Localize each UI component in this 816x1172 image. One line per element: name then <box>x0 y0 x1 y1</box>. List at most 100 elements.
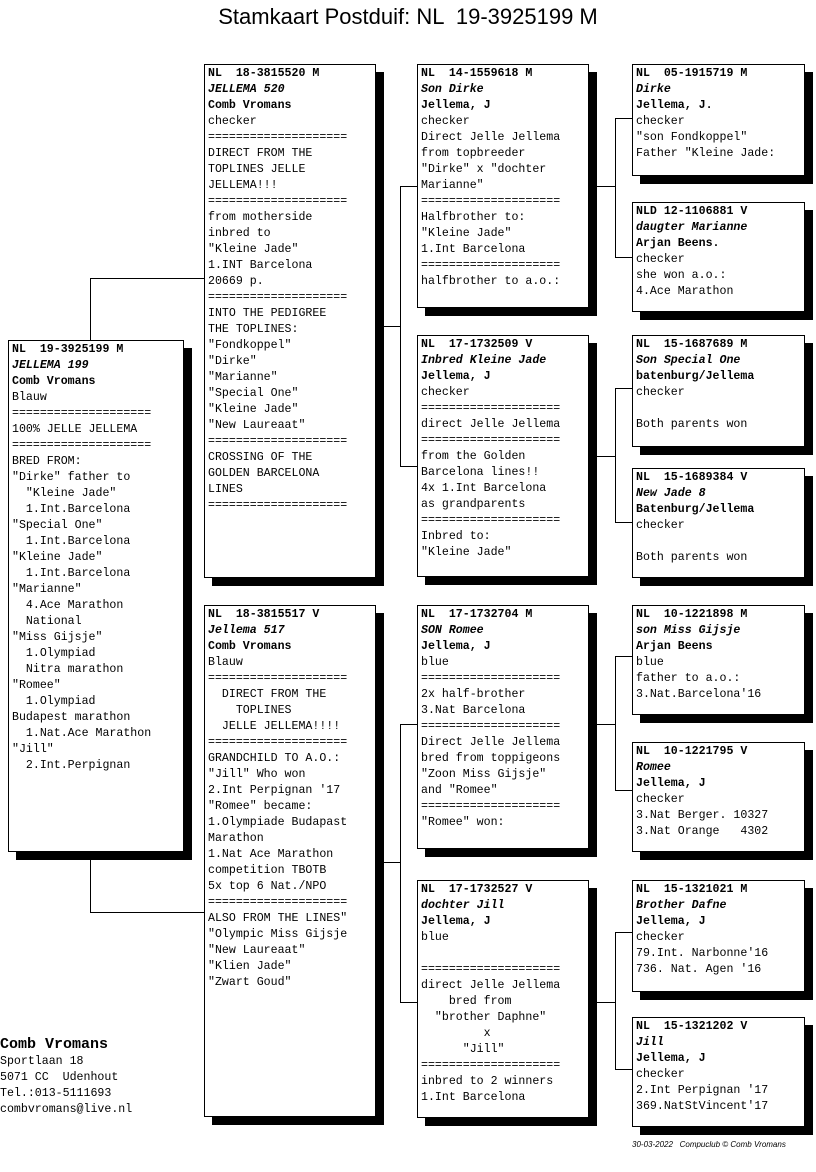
card-text-line: 79.Int. Narbonne'16 <box>636 947 769 960</box>
connector-line <box>615 388 632 389</box>
card-text-line: blue <box>636 656 664 669</box>
connector-line <box>597 456 616 457</box>
card-text-line: INTO THE PEDIGREE <box>208 307 327 320</box>
card-text-line: GRANDCHILD TO A.O.: <box>208 752 341 765</box>
connector-line <box>615 118 632 119</box>
card-text-line: checker <box>636 931 685 944</box>
connector-line <box>90 852 91 912</box>
connector-line <box>400 1002 417 1003</box>
connector-line <box>615 932 616 1070</box>
card-text-line: TOPLINES <box>208 704 292 717</box>
card-text-line: "Kleine Jade" <box>421 227 512 240</box>
card-text-line: 3.Nat Orange 4302 <box>636 825 769 838</box>
card-text-line: ==================== <box>421 514 561 527</box>
card-text-line: 4x 1.Int Barcelona <box>421 482 547 495</box>
card-text-line: ==================== <box>208 896 348 909</box>
card-text-line: 2.Int.Perpignan <box>12 759 131 772</box>
card-text-line: blue <box>421 656 449 669</box>
card-text-line: "New Laureaat" <box>208 419 306 432</box>
card-text-line: CROSSING OF THE <box>208 451 313 464</box>
card-text-line: as grandparents <box>421 498 526 511</box>
ring-number: NL 17-1732527 V <box>421 883 533 896</box>
owner-phone: Tel.:013-5111693 <box>0 1087 112 1100</box>
ring-number: NL 18-3815520 M <box>208 67 320 80</box>
breeder-name: Jellema, J <box>421 370 491 383</box>
card-text-line: "brother Daphne" <box>421 1011 547 1024</box>
card-text-line: "Jill" Who won <box>208 768 306 781</box>
card-text-line: TOPLINES JELLE <box>208 163 306 176</box>
pigeon-name: Romee <box>636 761 671 774</box>
card-text-line: 1.Int.Barcelona <box>12 567 131 580</box>
card-text-line: from topbreeder <box>421 147 526 160</box>
card-text-line: 1.Int Barcelona <box>421 243 526 256</box>
connector-line <box>615 1069 632 1070</box>
card-text-line: THE TOPLINES: <box>208 323 299 336</box>
connector-line <box>90 278 91 340</box>
pigeon-name: SON Romee <box>421 624 484 637</box>
card-text-line: checker <box>636 115 685 128</box>
card-text-line: ==================== <box>12 407 152 420</box>
card-text-line: 1.Olympiade Budapast <box>208 816 348 829</box>
card-text-line: 1.Nat Ace Marathon <box>208 848 334 861</box>
card-text-line: "Dirke" x "dochter <box>421 163 547 176</box>
card-text-line: JELLE JELLEMA!!!! <box>208 720 341 733</box>
card-text-line: "Jill" <box>421 1043 505 1056</box>
breeder-name: Comb Vromans <box>12 375 96 388</box>
card-text-line: "Klien Jade" <box>208 960 292 973</box>
card-text-line: halfbrother to a.o.: <box>421 275 561 288</box>
card-text-line: 2.Int Perpignan '17 <box>208 784 341 797</box>
card-text-line: Father "Kleine Jade: <box>636 147 776 160</box>
card-text-line: checker <box>636 793 685 806</box>
card-text-line: ==================== <box>421 720 561 733</box>
card-text-line: "son Fondkoppel" <box>636 131 748 144</box>
card-text-line <box>421 946 585 962</box>
card-text-line: Blauw <box>12 391 47 404</box>
card-text-line: competition TBOTB <box>208 864 327 877</box>
card-text-line: ==================== <box>421 963 561 976</box>
card-text-line: "Dirke" father to <box>12 471 131 484</box>
breeder-name: Jellema, J <box>636 777 706 790</box>
pigeon-name: JELLEMA 520 <box>208 83 285 96</box>
pigeon-name: Son Dirke <box>421 83 484 96</box>
card-text-line: ==================== <box>421 672 561 685</box>
card-text-line: she won a.o.: <box>636 269 727 282</box>
card-text-line: "Romee" won: <box>421 816 505 829</box>
card-text-line: "Olympic Miss Gijsje <box>208 928 348 941</box>
connector-line <box>90 278 204 279</box>
card-text-line: BRED FROM: <box>12 455 82 468</box>
breeder-name: Comb Vromans <box>208 640 292 653</box>
card-text-line: blue <box>421 931 449 944</box>
card-text-line: 2x half-brother <box>421 688 526 701</box>
card-text-line: "Miss Gijsje" <box>12 631 103 644</box>
card-text-line: 369.NatStVincent'17 <box>636 1100 769 1113</box>
pigeon-name: Dirke <box>636 83 671 96</box>
card-text-line: "Romee" <box>12 679 61 692</box>
card-text-line: 5x top 6 Nat./NPO <box>208 880 327 893</box>
card-text-line: "Kleine Jade" <box>208 403 299 416</box>
connector-line <box>615 388 616 523</box>
card-text-line: bred from toppigeons <box>421 752 561 765</box>
card-text-line: ==================== <box>421 195 561 208</box>
card-text-line: and "Romee" <box>421 784 498 797</box>
owner-info: Comb Vromans Sportlaan 18 5071 CC Udenho… <box>0 1036 132 1118</box>
card-text-line: Both parents won <box>636 551 748 564</box>
pigeon-name: Inbred Kleine Jade <box>421 354 547 367</box>
card-text-line: ==================== <box>421 800 561 813</box>
breeder-name: Batenburg/Jellema <box>636 503 755 516</box>
card-text-line: ==================== <box>208 291 348 304</box>
pigeon-name: Son Special One <box>636 354 741 367</box>
pigeon-name: Jellema 517 <box>208 624 285 637</box>
card-text-line: ==================== <box>208 499 348 512</box>
breeder-name: Jellema, J <box>636 1052 706 1065</box>
ring-number: NL 15-1687689 M <box>636 338 748 351</box>
connector-line <box>615 932 632 933</box>
pigeon-name: New Jade 8 <box>636 487 706 500</box>
pigeon-name: Jill <box>636 1036 664 1049</box>
